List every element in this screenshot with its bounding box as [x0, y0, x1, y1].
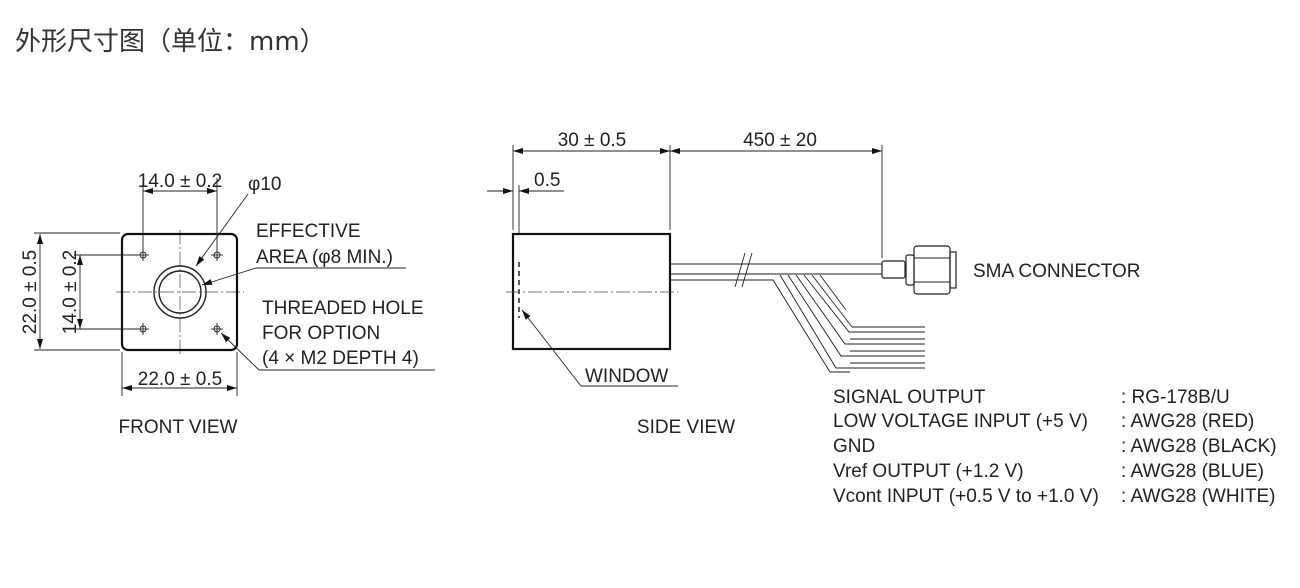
cables	[670, 252, 925, 373]
threaded-hole-label-2: FOR OPTION	[262, 323, 380, 344]
wire-signal: SIGNAL OUTPUT	[833, 387, 986, 408]
dim-window-depth: 0.5	[534, 170, 560, 191]
wire-spec: : AWG28 (BLUE)	[1121, 461, 1264, 482]
side-body	[511, 232, 672, 351]
side-view: 30 ± 0.5 450 ± 20 0.5 WINDOW	[487, 130, 1141, 438]
effective-area-label-2: AREA (φ8 MIN.)	[256, 247, 393, 268]
threaded-holes	[137, 249, 223, 335]
dim-height: 22.0 ± 0.5	[20, 250, 41, 334]
wiring-table: SIGNAL OUTPUT : RG-178B/U LOW VOLTAGE IN…	[833, 387, 1277, 507]
wire-signal: GND	[833, 436, 875, 457]
wire-leads	[779, 274, 925, 369]
sma-connector-label: SMA CONNECTOR	[973, 261, 1141, 282]
window-outer-circle	[153, 265, 207, 319]
wire-spec: : AWG28 (BLACK)	[1121, 436, 1277, 457]
page-title: 外形尺寸图（单位：mm）	[15, 27, 326, 57]
front-body	[120, 232, 239, 352]
dim-hole-pitch-horizontal: 14.0 ± 0.2	[138, 171, 222, 192]
dim-hole-pitch-vertical: 14.0 ± 0.2	[60, 250, 81, 334]
wire-spec: : RG-178B/U	[1121, 387, 1230, 408]
effective-area-circle	[158, 270, 202, 314]
wire-spec: : AWG28 (WHITE)	[1121, 486, 1275, 507]
wire-spec: : AWG28 (RED)	[1121, 411, 1254, 432]
effective-area-label-1: EFFECTIVE	[256, 221, 361, 242]
wire-signal: LOW VOLTAGE INPUT (+5 V)	[833, 411, 1088, 432]
wire-signal: Vref OUTPUT (+1.2 V)	[833, 461, 1024, 482]
front-view: 14.0 ± 0.2 φ10 EFFECTIVE AREA (φ8 MIN.) …	[20, 171, 435, 438]
side-view-caption: SIDE VIEW	[637, 417, 735, 438]
dim-diameter: φ10	[248, 174, 281, 195]
dim-length: 30 ± 0.5	[558, 130, 627, 151]
dim-width: 22.0 ± 0.5	[138, 369, 222, 390]
threaded-hole-label-3: (4 × M2 DEPTH 4)	[262, 348, 419, 369]
wire-signal: Vcont INPUT (+0.5 V to +1.0 V)	[833, 486, 1099, 507]
threaded-hole-label-1: THREADED HOLE	[262, 298, 424, 319]
front-view-caption: FRONT VIEW	[119, 417, 238, 438]
window-label: WINDOW	[585, 366, 668, 387]
sma-connector	[881, 245, 957, 295]
dim-cable-length: 450 ± 20	[743, 130, 817, 151]
